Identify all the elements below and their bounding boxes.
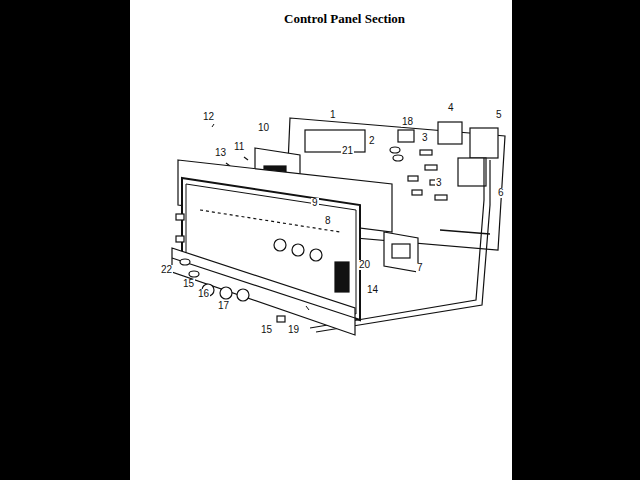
callout-number: 16 <box>197 289 210 299</box>
callout-number: 12 <box>202 112 215 122</box>
callout-number: 19 <box>287 325 300 335</box>
callout-number: 6 <box>497 188 505 198</box>
callout-number: 1 <box>329 110 337 120</box>
callout-number: 15 <box>182 279 195 289</box>
callout-number: 4 <box>447 103 455 113</box>
callout-number: 3 <box>421 133 429 143</box>
callout-number: 21 <box>341 146 354 156</box>
callout-number: 17 <box>217 301 230 311</box>
callout-number: 20 <box>358 260 371 270</box>
callout-number: 3 <box>435 178 443 188</box>
callout-number: 10 <box>257 123 270 133</box>
callout-number: 13 <box>214 148 227 158</box>
callout-number: 2 <box>368 136 376 146</box>
callout-number: 7 <box>416 263 424 273</box>
callout-number: 15 <box>260 325 273 335</box>
callout-number: 22 <box>160 265 173 275</box>
callout-number: 5 <box>495 110 503 120</box>
callout-number: 18 <box>401 117 414 127</box>
callout-number: 8 <box>324 216 332 226</box>
callout-number: 11 <box>233 142 245 152</box>
diagram-title: Control Panel Section <box>284 12 405 26</box>
callout-number: 9 <box>311 198 319 208</box>
callout-number: 14 <box>366 285 379 295</box>
